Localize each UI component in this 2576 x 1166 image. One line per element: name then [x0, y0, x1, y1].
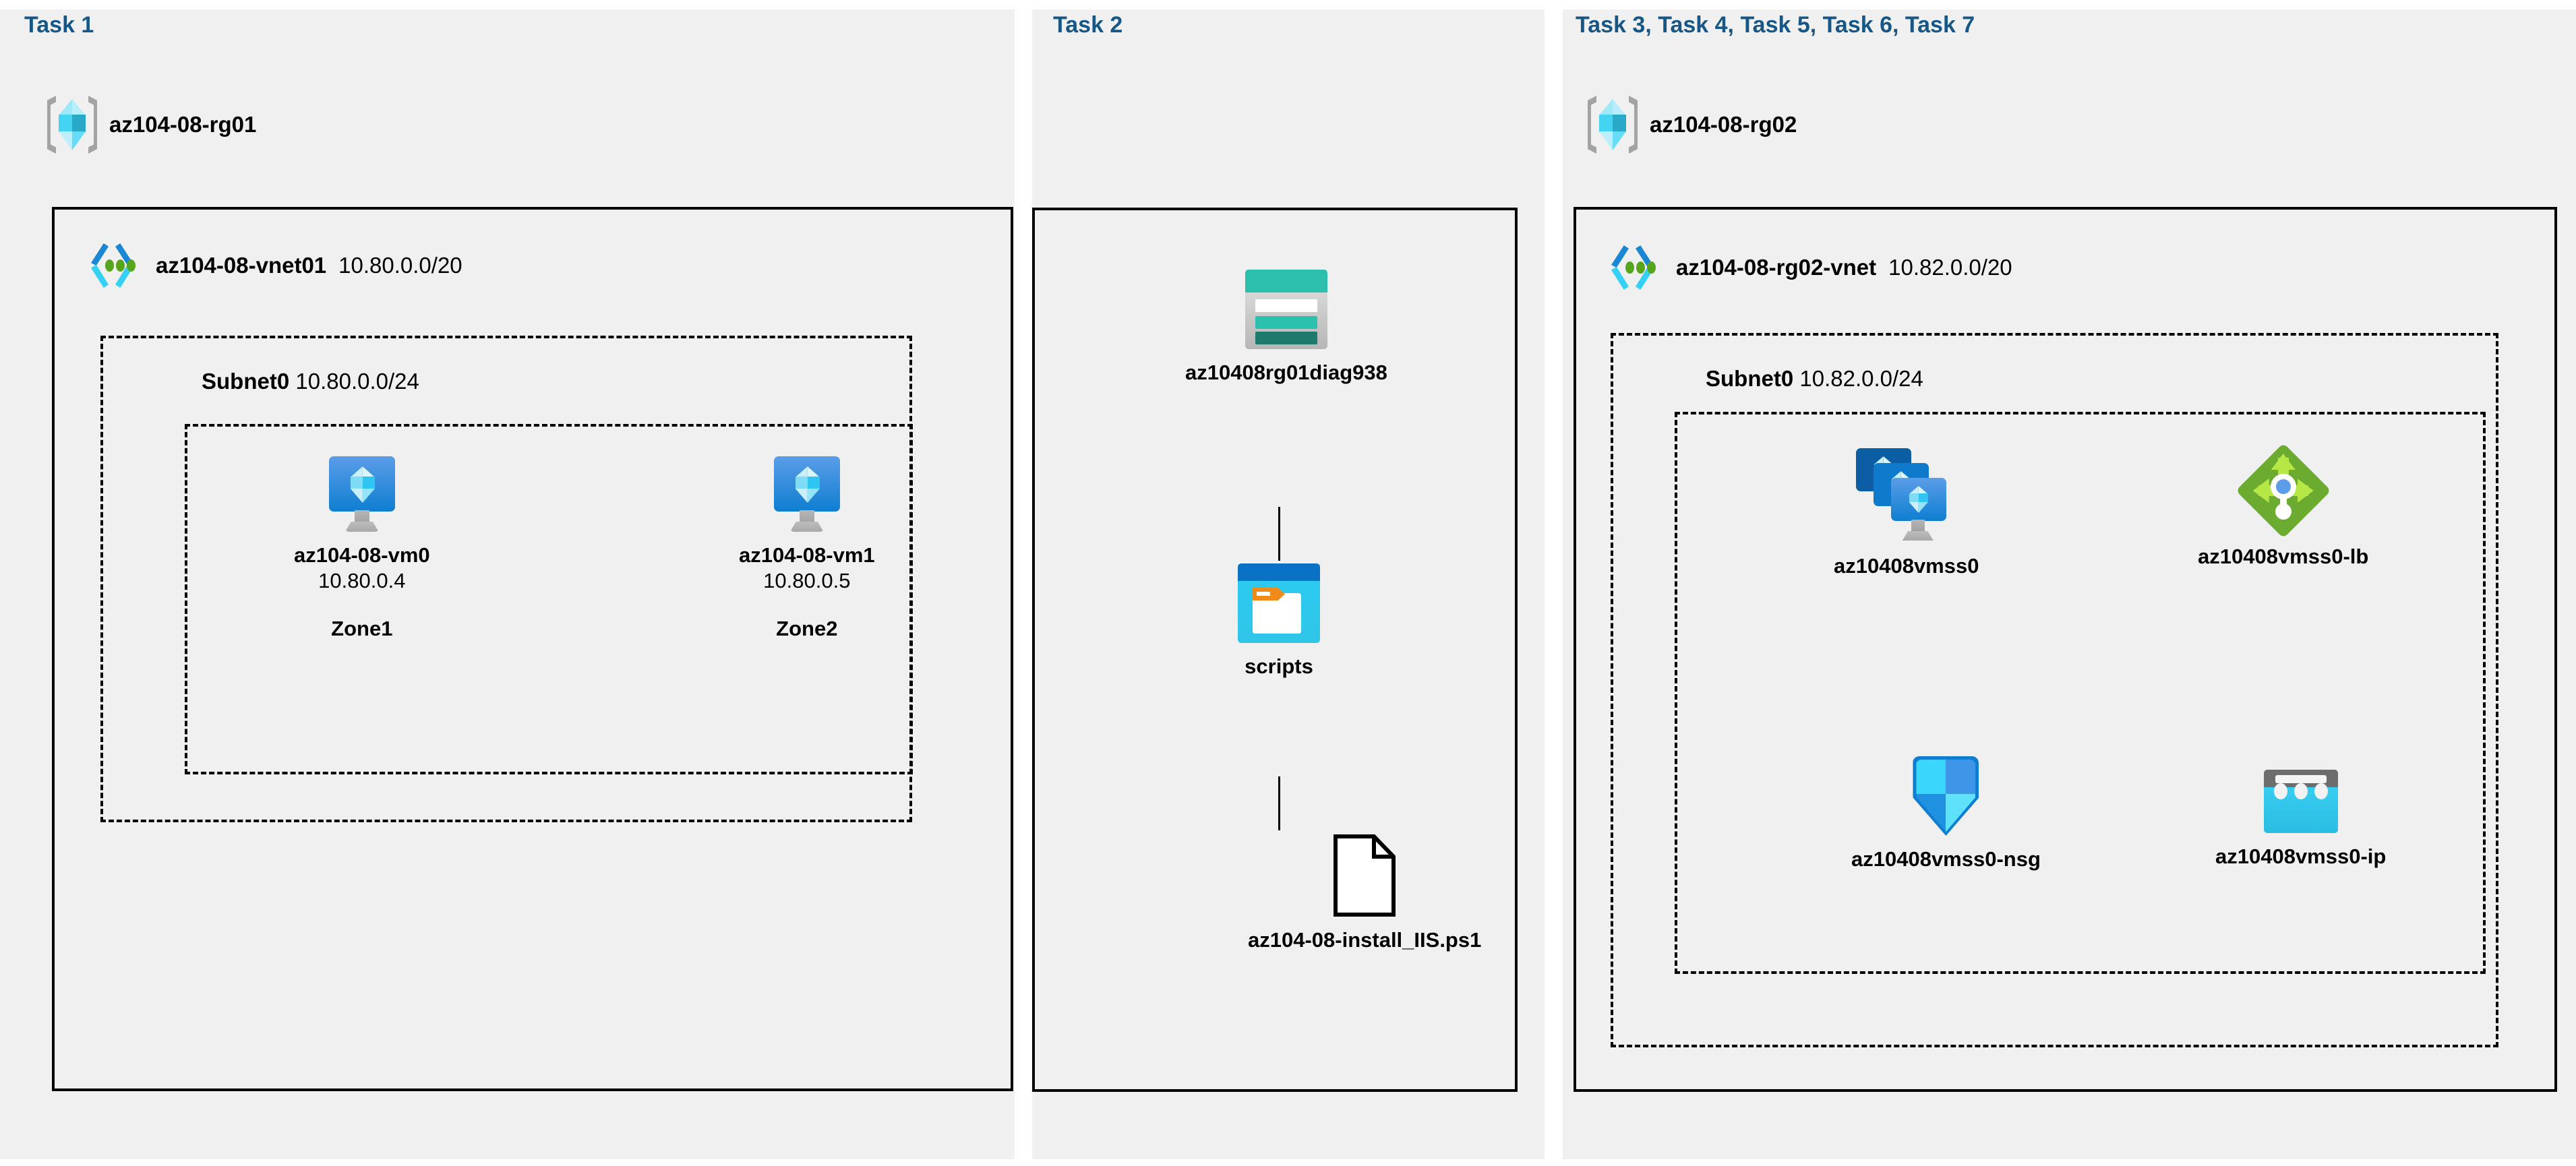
storage-to-container-connector — [1278, 507, 1280, 561]
task1-subnet-cidr: 10.80.0.0/24 — [295, 369, 419, 394]
virtual-network-icon — [91, 239, 144, 292]
task3-panel — [1563, 9, 2576, 1159]
task1-vm-0-ip: 10.80.0.4 — [318, 568, 406, 592]
task1-vm-1-zone: Zone2 — [776, 616, 838, 640]
task1-subnet-name: Subnet0 — [202, 369, 290, 394]
task3-load-balancer-name: az10408vmss0-lb — [2198, 545, 2369, 568]
virtual-network-icon — [1611, 241, 1664, 294]
container-to-file-connector — [1278, 776, 1280, 830]
task1-resource-group-name: az104-08-rg01 — [109, 112, 257, 137]
task3-subnet-box — [1611, 333, 2498, 1047]
task2-blob-container[interactable]: scripts — [1238, 563, 1320, 679]
task3-vnet-header: az104-08-rg02-vnet 10.82.0.0/20 — [1611, 241, 2012, 294]
task3-vnet-box — [1574, 207, 2557, 1092]
resource-group-icon — [47, 96, 97, 154]
task3-resource-group-box — [1675, 412, 2486, 974]
task1-vnet-header: az104-08-vnet01 10.80.0.0/20 — [91, 239, 462, 292]
task1-vm-0[interactable]: az104-08-vm0 10.80.0.4 Zone1 — [294, 456, 430, 641]
task1-vm-0-zone: Zone1 — [331, 616, 393, 640]
task2-content-box — [1032, 208, 1518, 1092]
task3-vnet-cidr: 10.82.0.0/20 — [1888, 255, 2012, 280]
task3-network-security-group-name: az10408vmss0-nsg — [1851, 847, 2041, 871]
storage-account-icon — [1245, 270, 1327, 349]
virtual-machine-icon — [328, 456, 395, 532]
task3-subnet-label: Subnet0 10.82.0.0/24 — [1706, 366, 1923, 392]
task1-vm-group-box — [185, 424, 913, 774]
task3-title: Task 3, Task 4, Task 5, Task 6, Task 7 — [1576, 12, 1975, 38]
network-security-group-icon — [1913, 756, 1979, 836]
task3-vm-scale-set-name: az10408vmss0 — [1834, 554, 1979, 578]
task3-public-ip-name: az10408vmss0-ip — [2215, 845, 2387, 868]
task3-resource-group-name: az104-08-rg02 — [1650, 112, 1797, 137]
task3-subnet-name: Subnet0 — [1706, 366, 1794, 391]
virtual-machine-icon — [773, 456, 840, 532]
task1-vnet-cidr: 10.80.0.0/20 — [338, 253, 462, 278]
task1-subnet-label: Subnet0 10.80.0.0/24 — [202, 369, 419, 394]
blob-container-icon — [1238, 563, 1320, 643]
public-ip-address-icon — [2263, 770, 2338, 833]
vm-scale-set-icon — [1855, 448, 1957, 543]
task1-vnet-name: az104-08-vnet01 — [156, 253, 327, 278]
task2-storage-account[interactable]: az10408rg01diag938 — [1185, 270, 1387, 386]
task1-vnet-box — [52, 207, 1013, 1091]
task2-blob-container-name: scripts — [1245, 654, 1313, 678]
task3-public-ip[interactable]: az10408vmss0-ip — [2215, 770, 2386, 869]
task1-vm-1-name: az104-08-vm1 — [739, 543, 875, 567]
task2-powershell-file[interactable]: az104-08-install_IIS.ps1 — [1248, 834, 1481, 953]
resource-group-icon — [1588, 96, 1638, 154]
task3-load-balancer[interactable]: az10408vmss0-lb — [2198, 443, 2369, 570]
task3-resource-group-header: az104-08-rg02 — [1588, 96, 1797, 154]
task3-vm-scale-set[interactable]: az10408vmss0 — [1834, 448, 1979, 579]
task1-vm-1[interactable]: az104-08-vm1 10.80.0.5 Zone2 — [739, 456, 875, 641]
task1-vm-0-name: az104-08-vm0 — [294, 543, 430, 567]
task2-title: Task 2 — [1053, 12, 1123, 38]
task1-panel — [0, 9, 1015, 1159]
task1-resource-group-header: az104-08-rg01 — [47, 96, 256, 154]
task2-storage-account-name: az10408rg01diag938 — [1185, 361, 1387, 384]
task3-subnet-cidr: 10.82.0.0/24 — [1799, 366, 1923, 391]
powershell-file-icon — [1334, 834, 1396, 917]
task3-vnet-name: az104-08-rg02-vnet — [1676, 255, 1877, 280]
task3-network-security-group[interactable]: az10408vmss0-nsg — [1851, 756, 2041, 872]
task1-vm-1-ip: 10.80.0.5 — [763, 568, 851, 592]
task2-powershell-file-name: az104-08-install_IIS.ps1 — [1248, 928, 1482, 952]
load-balancer-icon — [2235, 443, 2331, 539]
task1-title: Task 1 — [24, 12, 94, 38]
